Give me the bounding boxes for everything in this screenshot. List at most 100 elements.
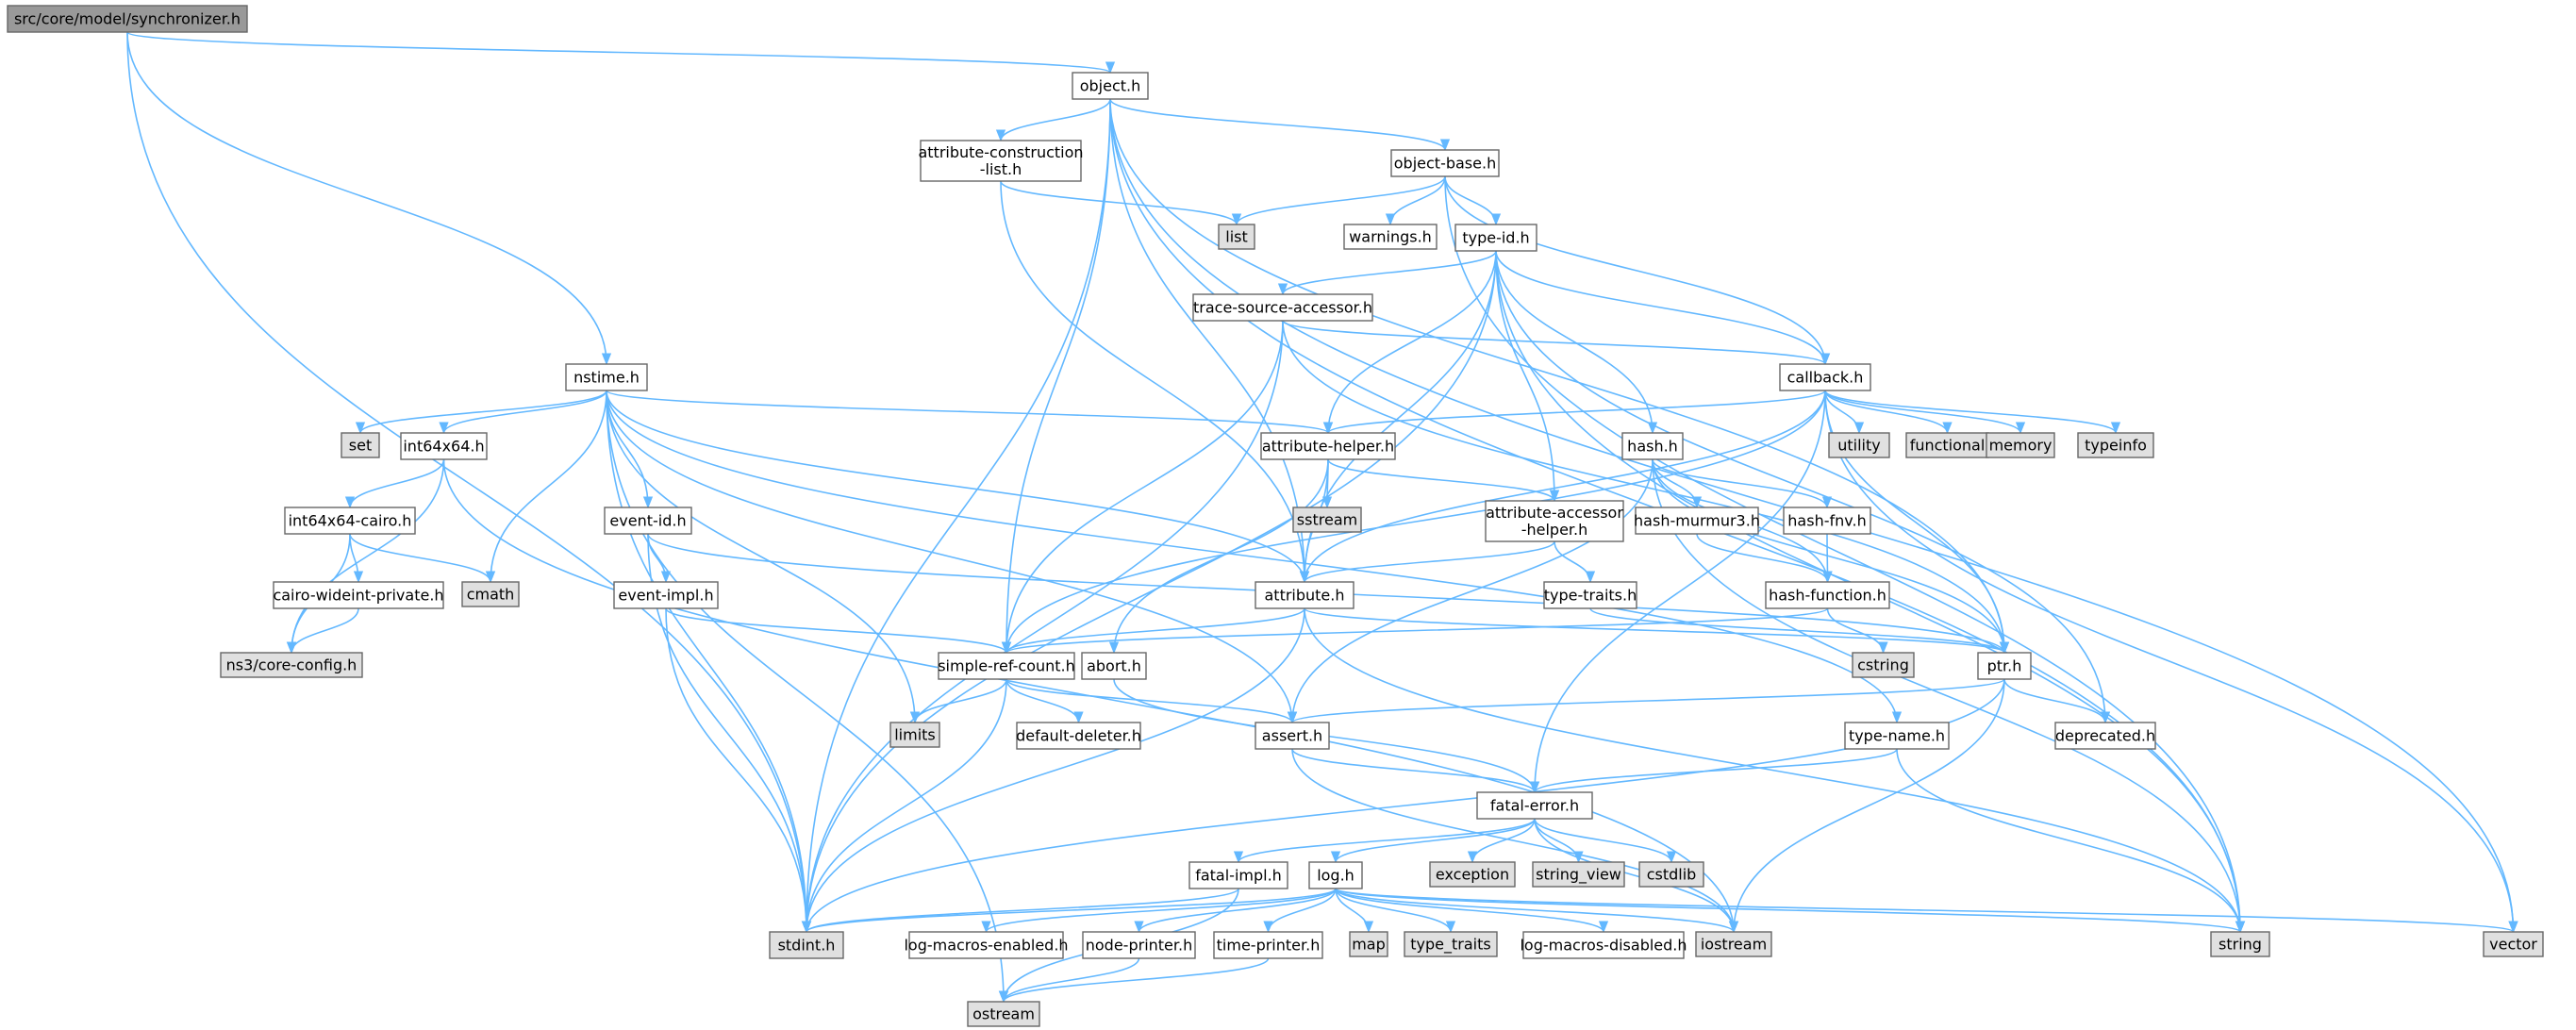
node-functional: functional: [1905, 432, 1989, 458]
node-hash[interactable]: hash.h: [1621, 432, 1684, 460]
node-box: [604, 507, 692, 535]
node-label: hash.h: [1627, 438, 1678, 456]
edge-hash-to-string: [1652, 458, 2246, 934]
node-label: ptr.h: [1987, 657, 2022, 675]
node-label: nstime.h: [573, 369, 640, 387]
node-box: [1260, 432, 1396, 460]
node-list: list: [1218, 224, 1255, 250]
node-label: deprecated.h: [2055, 727, 2155, 745]
edge-object_base-to-list: [1231, 175, 1446, 226]
node-log-macros-disabled[interactable]: log-macros-disabled.h: [1520, 931, 1687, 959]
node-label: -list.h: [980, 160, 1022, 178]
node-label: log.h: [1317, 867, 1354, 885]
node-int64-cairo[interactable]: int64x64-cairo.h: [284, 507, 416, 535]
node-object[interactable]: object.h: [1072, 72, 1149, 100]
node-typeinfo: typeinfo: [2077, 432, 2154, 458]
edge-object-to-object_base: [1109, 98, 1450, 152]
node-label: type-name.h: [1849, 727, 1945, 745]
node-type-id[interactable]: type-id.h: [1454, 224, 1537, 252]
node-ptr[interactable]: ptr.h: [1977, 652, 2032, 680]
node-label: node-printer.h: [1086, 937, 1192, 955]
node-label: event-impl.h: [618, 587, 713, 605]
node-label: cmath: [467, 586, 515, 604]
edge-event_impl-to-simple_ref: [665, 607, 1011, 655]
node-simple-ref[interactable]: simple-ref-count.h: [938, 652, 1075, 680]
edge-callback-to-attribute: [1299, 390, 1826, 584]
edge-attribute-to-string: [1304, 607, 2246, 934]
node-int64x64[interactable]: int64x64.h: [400, 432, 488, 460]
node-box: [1765, 581, 1890, 609]
edge-log-to-time_printer: [1263, 888, 1337, 934]
node-box: [1977, 652, 2032, 680]
edge-type_id-to-hash: [1495, 250, 1658, 435]
node-box: [769, 931, 844, 959]
node-event-impl[interactable]: event-impl.h: [613, 581, 719, 609]
node-label: cairo-wideint-private.h: [273, 587, 443, 605]
edge-fatal_error-to-iostream: [1534, 818, 1739, 934]
node-type-name[interactable]: type-name.h: [1844, 722, 1950, 750]
node-box: [2054, 722, 2156, 750]
node-hash-function[interactable]: hash-function.h: [1765, 581, 1890, 609]
node-hash-murmur[interactable]: hash-murmur3.h: [1634, 507, 1760, 535]
edge-assert-to-fatal_error: [1291, 748, 1539, 794]
edge-type_id-to-trace_src: [1277, 250, 1497, 296]
node-label: warnings.h: [1349, 228, 1432, 246]
node-box: [1638, 861, 1704, 888]
node-box: [220, 652, 363, 678]
edge-simple_ref-to-assert: [1005, 678, 1297, 724]
node-box: [1404, 931, 1498, 957]
node-assert[interactable]: assert.h: [1255, 722, 1330, 750]
node-label: cstring: [1857, 656, 1909, 674]
node-box: [1081, 652, 1147, 680]
node-fatal-impl[interactable]: fatal-impl.h: [1188, 861, 1288, 889]
edge-fatal_error-to-cstdlib: [1534, 818, 1677, 864]
node-label: string_view: [1536, 866, 1621, 885]
node-abort[interactable]: abort.h: [1081, 652, 1147, 680]
node-box: [1072, 72, 1149, 100]
node-hash-fnv[interactable]: hash-fnv.h: [1783, 507, 1871, 535]
node-log[interactable]: log.h: [1308, 861, 1363, 889]
node-deprecated[interactable]: deprecated.h: [2054, 722, 2156, 750]
node-fatal-error[interactable]: fatal-error.h: [1476, 791, 1593, 820]
node-box: [1390, 149, 1500, 177]
node-box: [273, 581, 444, 609]
edge-ptr-to-stdint: [801, 678, 2005, 934]
edge-trace_src-to-simple_ref: [1001, 320, 1284, 655]
node-synchronizer[interactable]: src/core/model/synchronizer.h: [7, 5, 248, 33]
node-event-id[interactable]: event-id.h: [604, 507, 692, 535]
node-time-printer[interactable]: time-printer.h: [1213, 931, 1323, 959]
node-warnings[interactable]: warnings.h: [1343, 224, 1438, 250]
node-log-macros-enabled[interactable]: log-macros-enabled.h: [904, 931, 1069, 959]
node-object-base[interactable]: object-base.h: [1390, 149, 1500, 177]
node-label: hash-fnv.h: [1787, 512, 1866, 530]
node-default-deleter[interactable]: default-deleter.h: [1016, 722, 1141, 750]
edge-callback-to-attr_helper: [1323, 390, 1826, 435]
edge-log-to-map: [1335, 888, 1374, 934]
edge-cairo_wide-to-core_config: [286, 607, 359, 655]
node-iostream: iostream: [1695, 931, 1772, 957]
node-callback[interactable]: callback.h: [1779, 363, 1871, 391]
node-trace-src[interactable]: trace-source-accessor.h: [1192, 293, 1373, 322]
node-label: list: [1225, 228, 1248, 246]
node-cstdlib: cstdlib: [1638, 861, 1704, 888]
node-cairo-wide[interactable]: cairo-wideint-private.h: [273, 581, 444, 609]
node-type-traits-h[interactable]: type-traits.h: [1543, 581, 1637, 609]
edge-type_id-to-attr_accessor: [1495, 250, 1560, 503]
edge-nstime-to-cmath: [485, 390, 607, 584]
edge-object_base-to-warnings: [1385, 175, 1446, 226]
node-label: map: [1352, 936, 1386, 954]
node-stdint: stdint.h: [769, 931, 844, 959]
node-label: time-printer.h: [1217, 937, 1321, 955]
edge-fatal_error-to-log: [1330, 818, 1536, 864]
node-box: [1635, 507, 1759, 535]
node-attr-helper[interactable]: attribute-helper.h: [1260, 432, 1396, 460]
node-attribute[interactable]: attribute.h: [1255, 581, 1354, 609]
node-box: [1082, 931, 1196, 959]
edge-object_base-to-type_id: [1444, 175, 1502, 226]
node-label: attribute-helper.h: [1262, 438, 1394, 456]
node-attr-accessor[interactable]: attribute-accessor-helper.h: [1485, 500, 1624, 542]
node-attr-cons[interactable]: attribute-construction-list.h: [918, 140, 1084, 182]
node-nstime[interactable]: nstime.h: [565, 363, 648, 391]
node-node-printer[interactable]: node-printer.h: [1082, 931, 1196, 959]
node-label: callback.h: [1787, 369, 1864, 387]
